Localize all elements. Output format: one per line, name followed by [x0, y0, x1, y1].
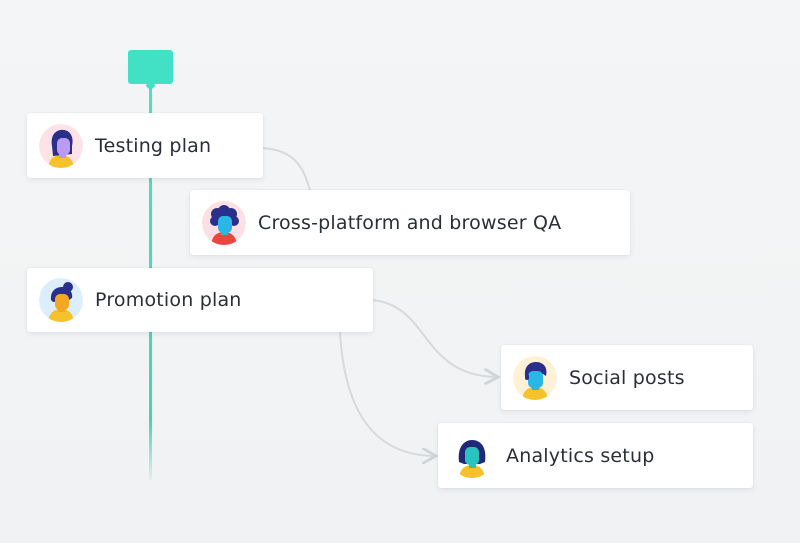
connector-promotion-to-social	[371, 299, 496, 377]
avatar-purple-hair-person-icon	[39, 123, 83, 168]
connector-promotion-to-analytics	[339, 331, 434, 456]
task-card-testing-plan[interactable]: Testing plan	[27, 113, 263, 178]
task-label: Analytics setup	[506, 444, 655, 467]
avatar-bun-hair-person-icon	[39, 278, 83, 322]
task-card-social-posts[interactable]: Social posts	[501, 345, 753, 410]
task-card-analytics-setup[interactable]: Analytics setup	[438, 423, 753, 488]
timeline-marker[interactable]	[128, 50, 173, 84]
connector-testing-to-qa	[261, 147, 311, 191]
task-label: Cross-platform and browser QA	[258, 211, 562, 234]
avatar-short-hair-person-icon	[513, 355, 557, 400]
avatar-curly-hair-person-icon	[202, 200, 246, 245]
task-card-promotion-plan[interactable]: Promotion plan	[27, 268, 373, 332]
task-label: Testing plan	[95, 134, 212, 157]
task-card-cross-platform-qa[interactable]: Cross-platform and browser QA	[190, 190, 630, 255]
task-label: Promotion plan	[95, 289, 242, 311]
avatar-bob-hair-person-icon	[450, 433, 494, 478]
task-label: Social posts	[569, 366, 685, 389]
